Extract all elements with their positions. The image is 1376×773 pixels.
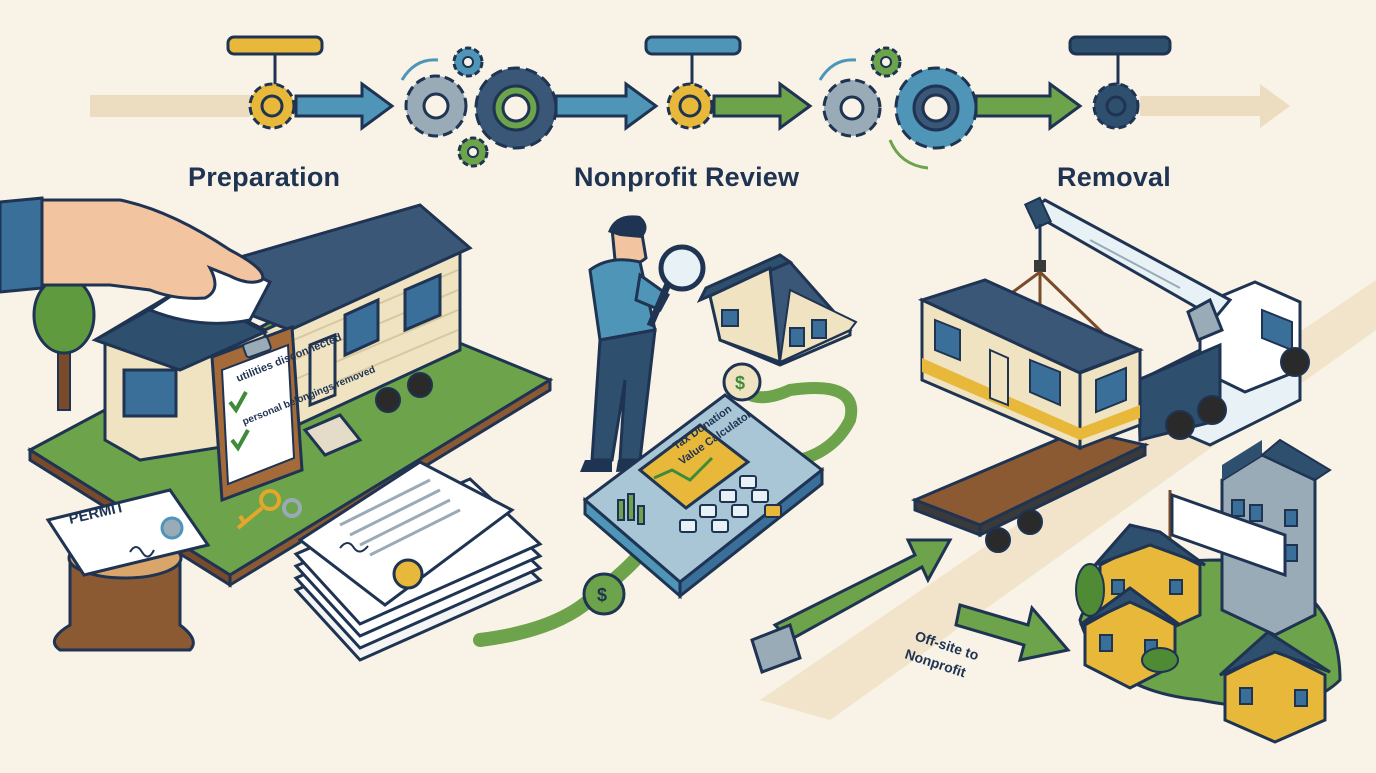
gear-icon <box>474 66 558 150</box>
gear-icon <box>666 82 714 130</box>
wheel <box>1280 347 1310 377</box>
bush-icon <box>1075 563 1105 617</box>
curved-arrow-icon <box>400 58 439 81</box>
tree-stump <box>52 558 195 652</box>
gear-icon <box>822 78 882 138</box>
magnifier-icon <box>658 244 706 292</box>
wheel <box>407 372 433 398</box>
gear-icon <box>248 82 296 130</box>
arrow-icon <box>974 81 1083 131</box>
stage-label-removal: Removal <box>1057 162 1171 192</box>
check-icon <box>228 391 248 414</box>
calculator-screen <box>637 423 751 510</box>
hand-icon <box>0 198 265 300</box>
seal-icon <box>160 516 184 540</box>
arrow-icon <box>712 81 813 131</box>
wheel <box>375 387 401 413</box>
window <box>403 272 442 333</box>
arrow-icon <box>1140 84 1290 128</box>
check-icon <box>230 429 250 452</box>
stage-marker-removal <box>1068 35 1172 56</box>
wheel <box>1197 395 1227 425</box>
calculator-key <box>764 504 782 518</box>
steps <box>302 413 363 457</box>
hook-icon <box>1034 260 1046 272</box>
gear-icon <box>452 46 484 78</box>
wheel <box>1165 410 1195 440</box>
signature-icon <box>339 542 369 553</box>
ramp <box>750 623 802 674</box>
gear-icon <box>457 136 489 168</box>
curved-arrow-icon <box>888 139 929 170</box>
door <box>308 332 337 408</box>
neighborhood <box>1075 438 1342 744</box>
arrow-icon <box>294 81 395 131</box>
window <box>122 368 178 418</box>
wheel <box>1017 509 1043 535</box>
documents-stack <box>293 460 543 662</box>
wheel <box>985 527 1011 553</box>
timeline-tail <box>90 95 250 117</box>
permit-card <box>45 488 211 577</box>
arrow-icon <box>554 81 659 131</box>
coin-icon <box>582 572 626 616</box>
arrow-icon <box>954 603 1071 662</box>
window <box>343 297 380 358</box>
coin-symbol: $ <box>735 373 745 393</box>
curved-arrow-icon <box>818 58 857 81</box>
mobile-home-small <box>696 253 858 367</box>
banner <box>1170 492 1287 578</box>
stage-marker-preparation <box>226 35 324 56</box>
signature-icon <box>129 546 155 558</box>
big-arrow-icon <box>772 538 953 642</box>
removal-scene <box>910 196 1310 553</box>
chart-line-icon <box>653 456 714 482</box>
person-legs <box>590 328 657 462</box>
stage-marker-review <box>644 35 742 56</box>
document-top <box>297 460 515 607</box>
sleeve <box>0 196 44 294</box>
coin-symbol: $ <box>597 585 607 605</box>
crane-boom <box>1027 198 1233 320</box>
coin-icon <box>722 362 762 402</box>
gear-icon <box>870 46 902 78</box>
preparation-scene <box>0 196 554 652</box>
calculator <box>582 393 825 600</box>
bush-icon <box>1141 647 1179 673</box>
gear-icon <box>404 74 468 138</box>
stage-label-review: Nonprofit Review <box>574 162 800 192</box>
gear-icon <box>1092 82 1140 130</box>
seal-icon <box>392 558 424 590</box>
reviewer-person <box>580 215 706 472</box>
stage-label-preparation: Preparation <box>188 162 341 192</box>
keys-icon <box>236 489 302 530</box>
gear-icon <box>894 66 978 150</box>
timeline <box>226 35 1290 170</box>
